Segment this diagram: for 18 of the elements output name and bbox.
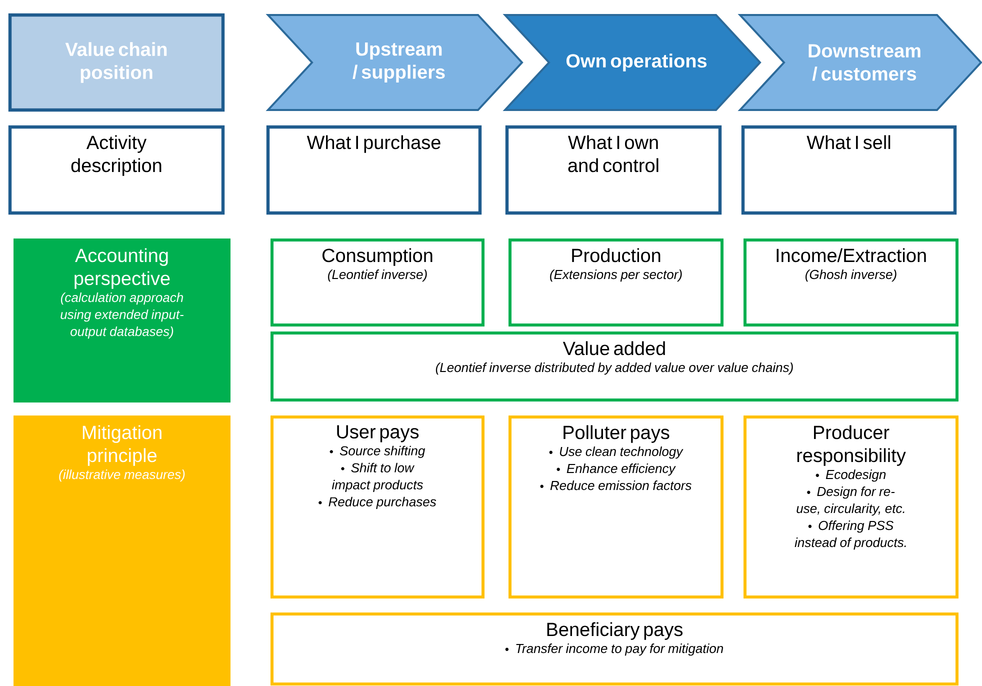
perspective-box: Value added (Leontief inverse distributed by added value over value chains): [270, 332, 958, 402]
principle-box: Polluter pays Use clean technology Enhance efficiency Reduce emission factors: [508, 416, 724, 598]
chevron-banner: Upstream / suppliers: [266, 14, 524, 111]
description-box: What I own and control: [505, 125, 722, 215]
perspective-box: Income/Extraction (Ghosh inverse): [744, 238, 958, 326]
chevron-banner: Own operations: [502, 14, 762, 111]
principle-box: Beneficiary pays Transfer income to pay for mitigation: [270, 612, 958, 686]
header-box: Value chain position: [8, 13, 225, 112]
description-box: What I purchase: [266, 125, 482, 215]
description-box: What I sell: [741, 125, 957, 215]
perspective-box: Consumption (Leontief inverse): [270, 238, 484, 326]
description-box: Activity description: [8, 125, 225, 215]
principle-box: User pays Source shifting Shift to low impact products Reduce purchases: [270, 416, 484, 598]
header-box: Accounting perspective (calculation approach using extended input-output databases): [14, 238, 230, 402]
header-box: Mitigation principle (illustrative measures): [14, 416, 230, 686]
perspective-box: Production (Extensions per sector): [508, 238, 724, 326]
chevron-banner: Downstream / customers: [738, 14, 982, 111]
principle-box: Producer responsibility Ecodesign Design for re-use, circularity, etc. Offering PSS instead of products.: [744, 416, 958, 598]
